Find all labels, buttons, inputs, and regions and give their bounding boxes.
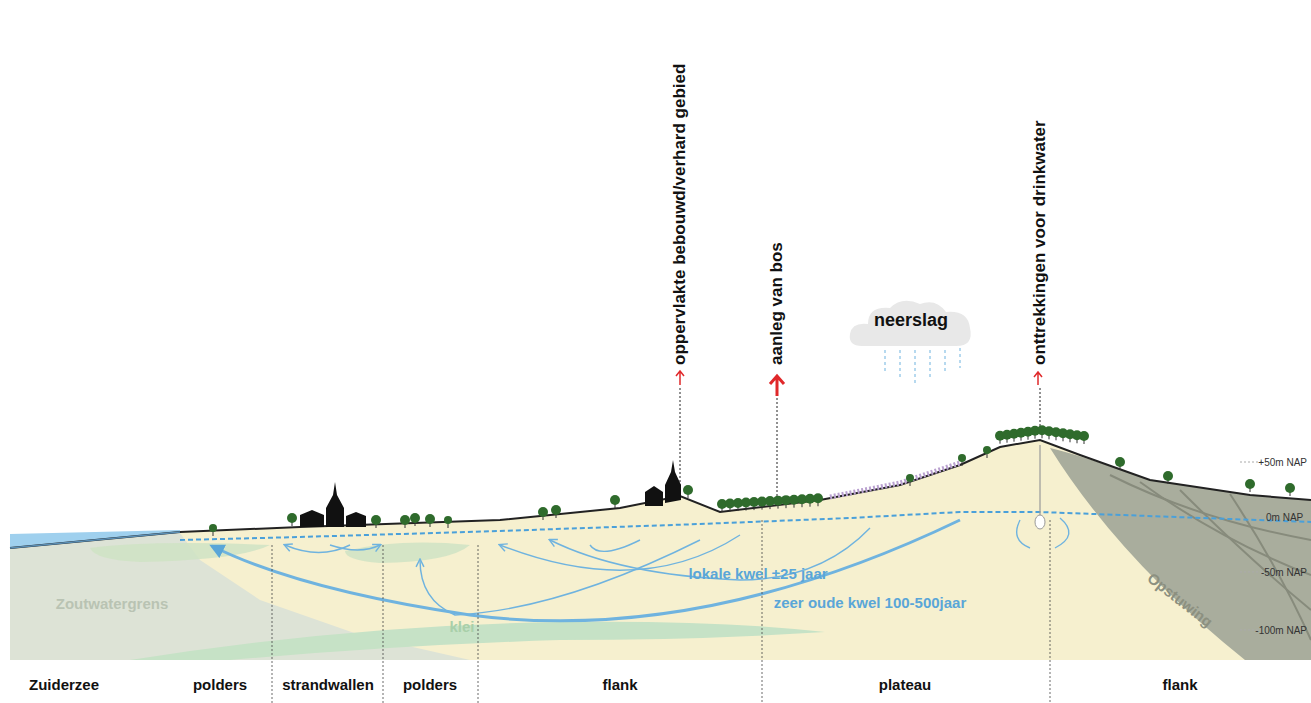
area-label: polders xyxy=(193,677,247,694)
flow-label: lokale kwel ±25 jaar xyxy=(688,566,827,583)
trees xyxy=(209,425,1295,536)
heath xyxy=(830,463,960,497)
zone-label: Zoutwatergrens xyxy=(56,596,169,613)
flow-label: zeer oude kwel 100-500jaar xyxy=(774,595,967,612)
surface-line xyxy=(10,440,1311,548)
area-label: flank xyxy=(1162,677,1197,694)
seepage-arrows xyxy=(212,518,1069,621)
layer-lines xyxy=(1110,475,1311,640)
rain xyxy=(885,348,960,385)
water-table xyxy=(180,512,1311,540)
increase-arrows xyxy=(676,371,1042,396)
pushed-layers xyxy=(1050,448,1311,660)
area-label: strandwallen xyxy=(282,677,374,694)
area-label: flank xyxy=(602,677,637,694)
cloud-label: neerslag xyxy=(848,310,974,331)
ground xyxy=(10,440,1311,660)
clay-lens xyxy=(345,543,470,563)
area-label: polders xyxy=(403,677,457,694)
cloud: neerslag xyxy=(848,296,974,352)
depth-label: -100m NAP xyxy=(1255,625,1307,636)
buildings xyxy=(300,460,681,527)
clay-layer xyxy=(130,622,825,660)
depth-label: -50m NAP xyxy=(1261,567,1307,578)
depth-label: 0m NAP xyxy=(1266,512,1303,523)
callout: onttrekkingen voor drinkwater xyxy=(1031,120,1050,365)
callout: aanleg van bos xyxy=(768,242,787,365)
area-label: plateau xyxy=(879,677,932,694)
callout: oppervlakte bebouwd/verhard gebied xyxy=(671,64,690,365)
depth-label: +50m NAP xyxy=(1258,457,1307,468)
area-label: Zuiderzee xyxy=(29,677,99,694)
layer-label: klei xyxy=(449,619,474,636)
